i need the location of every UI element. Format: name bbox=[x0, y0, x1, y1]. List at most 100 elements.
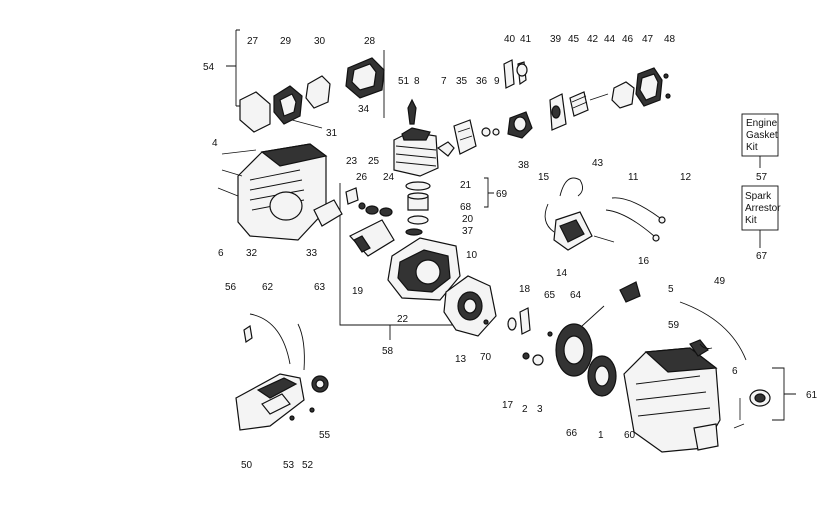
callout-18: 18 bbox=[519, 284, 531, 295]
callout-51: 51 bbox=[398, 76, 410, 87]
crankshaft-19 bbox=[349, 219, 395, 257]
callout-4: 4 bbox=[212, 138, 218, 149]
fuel-line-62 bbox=[249, 313, 291, 365]
ring-21 bbox=[405, 181, 431, 191]
part-9 bbox=[492, 128, 500, 136]
callout-28: 28 bbox=[364, 36, 376, 47]
spark-arrestor-kit-line-1: Spark bbox=[745, 191, 772, 202]
callout-63: 63 bbox=[314, 282, 326, 293]
callout-2: 2 bbox=[522, 404, 528, 415]
part-20 bbox=[407, 215, 429, 225]
callout-46: 46 bbox=[622, 34, 634, 45]
spark-arrestor-kit-line-2: Arrestor bbox=[745, 203, 781, 214]
crankcase-group bbox=[345, 181, 461, 301]
callout-34: 34 bbox=[358, 104, 370, 115]
part-52 bbox=[309, 407, 315, 413]
callout-31: 31 bbox=[326, 128, 338, 139]
part-65 bbox=[547, 331, 553, 337]
callout-61: 61 bbox=[806, 390, 818, 401]
ignition-group bbox=[544, 177, 666, 251]
callout-56: 56 bbox=[225, 282, 237, 293]
callout-32: 32 bbox=[246, 248, 258, 259]
handle-5 bbox=[619, 281, 641, 303]
gasket-35 bbox=[453, 119, 477, 155]
callout-3: 3 bbox=[537, 404, 543, 415]
part-18 bbox=[519, 307, 531, 335]
callout-1: 1 bbox=[598, 430, 604, 441]
wire-12 bbox=[605, 209, 655, 237]
callout-67: 67 bbox=[756, 251, 768, 262]
callout-49: 49 bbox=[714, 276, 726, 287]
callout-17: 17 bbox=[502, 400, 514, 411]
callout-26: 26 bbox=[356, 172, 368, 183]
callout-65: 65 bbox=[544, 290, 556, 301]
part-23 bbox=[345, 187, 359, 205]
callout-53: 53 bbox=[283, 460, 295, 471]
callout-60: 60 bbox=[624, 430, 636, 441]
callout-50: 50 bbox=[241, 460, 253, 471]
part-56 bbox=[243, 324, 253, 344]
callout-44: 44 bbox=[604, 34, 616, 45]
callout-55: 55 bbox=[319, 430, 331, 441]
callout-35: 35 bbox=[456, 76, 468, 87]
engine-gasket-kit-line-1: Engine bbox=[746, 118, 778, 129]
part-46 bbox=[611, 81, 635, 109]
wire-11 bbox=[611, 197, 661, 219]
screen-45 bbox=[569, 91, 589, 117]
callout-14: 14 bbox=[556, 268, 568, 279]
callout-59: 59 bbox=[668, 320, 680, 331]
callout-42: 42 bbox=[587, 34, 599, 45]
part-53 bbox=[289, 415, 295, 421]
starter-housing-group bbox=[623, 301, 771, 453]
callout-20: 20 bbox=[462, 214, 474, 225]
callout-23: 23 bbox=[346, 156, 358, 167]
callout-21: 21 bbox=[460, 180, 472, 191]
callout-39: 39 bbox=[550, 34, 562, 45]
callout-70: 70 bbox=[480, 352, 492, 363]
part-70 bbox=[483, 319, 489, 325]
callout-24: 24 bbox=[383, 172, 395, 183]
callout-8: 8 bbox=[414, 76, 420, 87]
callout-41: 41 bbox=[520, 34, 532, 45]
callout-7: 7 bbox=[441, 76, 447, 87]
callout-68: 68 bbox=[460, 202, 472, 213]
callout-54: 54 bbox=[203, 62, 215, 73]
callout-45: 45 bbox=[568, 34, 580, 45]
cylinder-group bbox=[393, 98, 533, 177]
callout-25: 25 bbox=[368, 156, 380, 167]
spark-plug-51 bbox=[407, 98, 417, 125]
callout-22: 22 bbox=[397, 314, 409, 325]
callouts: 54 27 29 30 28 31 34 51 8 7 35 36 9 40 4… bbox=[203, 34, 818, 471]
part-3 bbox=[532, 354, 544, 366]
gasket-30 bbox=[305, 75, 331, 109]
engine-gasket-kit-line-2: Gasket bbox=[746, 130, 778, 141]
starter-group bbox=[443, 275, 641, 397]
part-7 bbox=[436, 141, 455, 157]
callout-6-right: 6 bbox=[732, 366, 738, 377]
callout-9: 9 bbox=[494, 76, 500, 87]
callout-57: 57 bbox=[756, 172, 768, 183]
callout-6-left: 6 bbox=[218, 248, 224, 259]
callout-37: 37 bbox=[462, 226, 474, 237]
fuel-line-63 bbox=[297, 323, 305, 371]
part-2 bbox=[522, 352, 530, 360]
part-36 bbox=[481, 127, 491, 137]
gasket-33 bbox=[313, 199, 343, 227]
callout-19: 19 bbox=[352, 286, 364, 297]
callout-11: 11 bbox=[628, 172, 639, 183]
callout-36: 36 bbox=[476, 76, 488, 87]
air-filter-group bbox=[239, 57, 385, 133]
callout-69: 69 bbox=[496, 189, 508, 200]
callout-48: 48 bbox=[664, 34, 676, 45]
callout-27: 27 bbox=[247, 36, 259, 47]
muffler-group bbox=[503, 59, 671, 131]
bearing-24 bbox=[379, 207, 393, 217]
air-filter-cover-27 bbox=[239, 91, 271, 133]
callout-66: 66 bbox=[566, 428, 578, 439]
callout-62: 62 bbox=[262, 282, 274, 293]
callout-10: 10 bbox=[466, 250, 478, 261]
callout-52: 52 bbox=[302, 460, 314, 471]
callout-43: 43 bbox=[592, 158, 604, 169]
callout-40: 40 bbox=[504, 34, 516, 45]
